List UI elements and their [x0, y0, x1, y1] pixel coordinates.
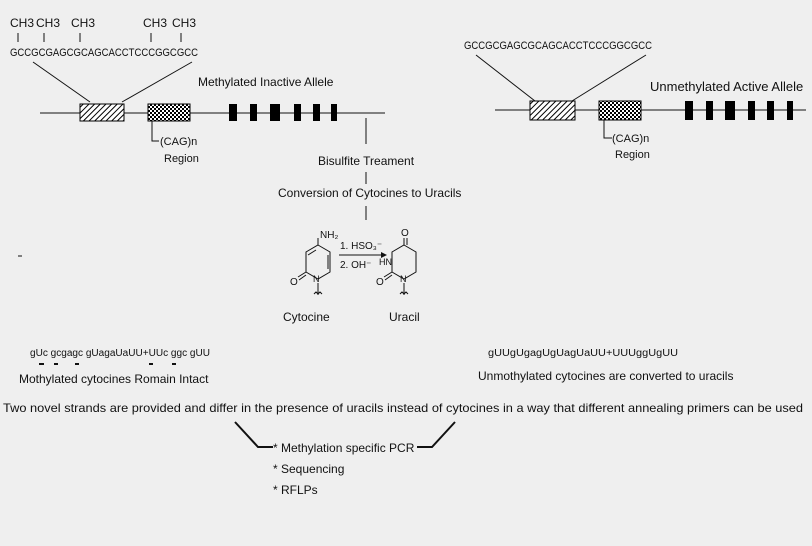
converging-lines: [234, 421, 456, 448]
cag-label: (CAG)n: [612, 133, 649, 145]
unmethylated-result-sequence: gUUgUgagUgUagUaUU+UUUggUgUU: [488, 348, 678, 359]
uracil-oxygen-top: O: [401, 228, 409, 239]
cytosine-structure: NH₂ O N: [290, 230, 338, 295]
cytosine-nitrogen: N: [313, 274, 320, 284]
methylated-allele: CH3 CH3 CH3 CH3 CH3 GCCGCGAGCGCAGCACCTCC…: [10, 16, 385, 165]
reagent-1: 1. HSO₃⁻: [340, 241, 382, 252]
promoter-region: [79, 103, 125, 122]
ch3-label: CH3: [71, 16, 95, 30]
ch3-ticks: [17, 33, 182, 42]
uracil-nitrogen: N: [400, 274, 407, 284]
promoter-region: [529, 100, 576, 121]
methylated-result-sequence: gUc gcgagc gUagaUaUU+UUc ggc gUU: [30, 348, 210, 359]
summary-text: Two novel strands are provided and diffe…: [3, 401, 803, 415]
uracil-hn: HN: [379, 257, 392, 267]
region-label: Region: [615, 149, 650, 161]
applications-list: * Methylation specific PCR * Sequencing …: [273, 441, 415, 497]
cytosine-oxygen: O: [290, 277, 298, 288]
reaction-arrow: 1. HSO₃⁻ 2. OH⁻: [339, 241, 387, 271]
cag-repeat-region: [598, 100, 642, 121]
ch3-label: CH3: [172, 16, 196, 30]
cytosine-nh2: NH₂: [320, 230, 338, 241]
methylated-sequence: GCCGCGAGCGCAGCACCTCCCGGCGCC: [10, 47, 198, 59]
cytosine-label: Cytocine: [283, 310, 330, 324]
ch3-label: CH3: [10, 16, 34, 30]
unmethylated-sequence: GCCGCGAGCGCAGCACCTCCCGGCGCC: [464, 40, 652, 52]
cag-repeat-region: [147, 103, 191, 122]
application-item: * RFLPs: [273, 483, 318, 497]
bisulfite-step: Bisulfite Treament: [318, 154, 415, 168]
unmethylated-result: gUUgUgagUgUagUaUU+UUUggUgUU Unmothylated…: [478, 348, 733, 383]
cag-label: (CAG)n: [160, 136, 197, 148]
uracil-structure: O HN O N: [376, 228, 417, 295]
application-item: * Methylation specific PCR: [273, 441, 415, 455]
uracil-label: Uracil: [389, 310, 420, 324]
exons: [229, 104, 337, 121]
ch3-label: CH3: [36, 16, 60, 30]
unmethylated-allele: GCCGCGAGCGCAGCACCTCCCGGCGCC Unmethylated…: [464, 40, 806, 161]
methylated-allele-title: Methylated Inactive Allele: [198, 75, 334, 89]
ch3-label: CH3: [143, 16, 167, 30]
bisulfite-process: Bisulfite Treament Conversion of Cytocin…: [278, 118, 461, 220]
uracil-oxygen: O: [376, 277, 384, 288]
methylated-result: gUc gcgagc gUagaUaUU+UUc ggc gUU Mothyla…: [19, 348, 210, 386]
unmethylated-allele-title: Unmethylated Active Allele: [650, 79, 803, 94]
reagent-2: 2. OH⁻: [340, 260, 371, 271]
application-item: * Sequencing: [273, 462, 344, 476]
unmethylated-result-caption: Unmothylated cytocines are converted to …: [478, 369, 733, 383]
conversion-step: Conversion of Cytocines to Uracils: [278, 186, 461, 200]
methylated-result-caption: Mothylated cytocines Romain Intact: [19, 372, 209, 386]
region-label: Region: [164, 153, 199, 165]
exons: [685, 101, 793, 120]
